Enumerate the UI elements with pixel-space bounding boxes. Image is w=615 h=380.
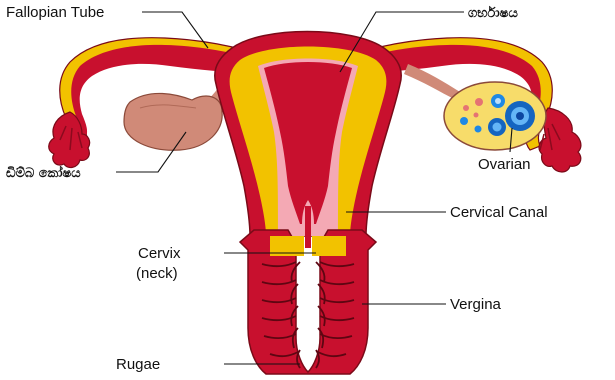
cervix-label: Cervix xyxy=(138,245,181,262)
vergina-label: Vergina xyxy=(450,296,502,313)
ovary-label: ඩිම්බ කෝෂය xyxy=(6,164,81,181)
rugae-label: Rugae xyxy=(116,356,160,373)
uterus xyxy=(215,32,401,249)
cervical-canal xyxy=(305,206,311,248)
ovarian-label: Ovarian xyxy=(478,156,531,173)
uterus-label: ගර්භාෂය xyxy=(468,5,518,21)
cervical-canal-label: Cervical Canal xyxy=(450,204,548,221)
vagina xyxy=(240,230,376,374)
left-ovary xyxy=(124,93,222,150)
cervix-sub-label: (neck) xyxy=(136,265,178,282)
fallopian-tube-label: Fallopian Tube xyxy=(6,4,104,21)
right-ovarian-ligament xyxy=(404,64,460,100)
right-ovary xyxy=(444,82,546,150)
